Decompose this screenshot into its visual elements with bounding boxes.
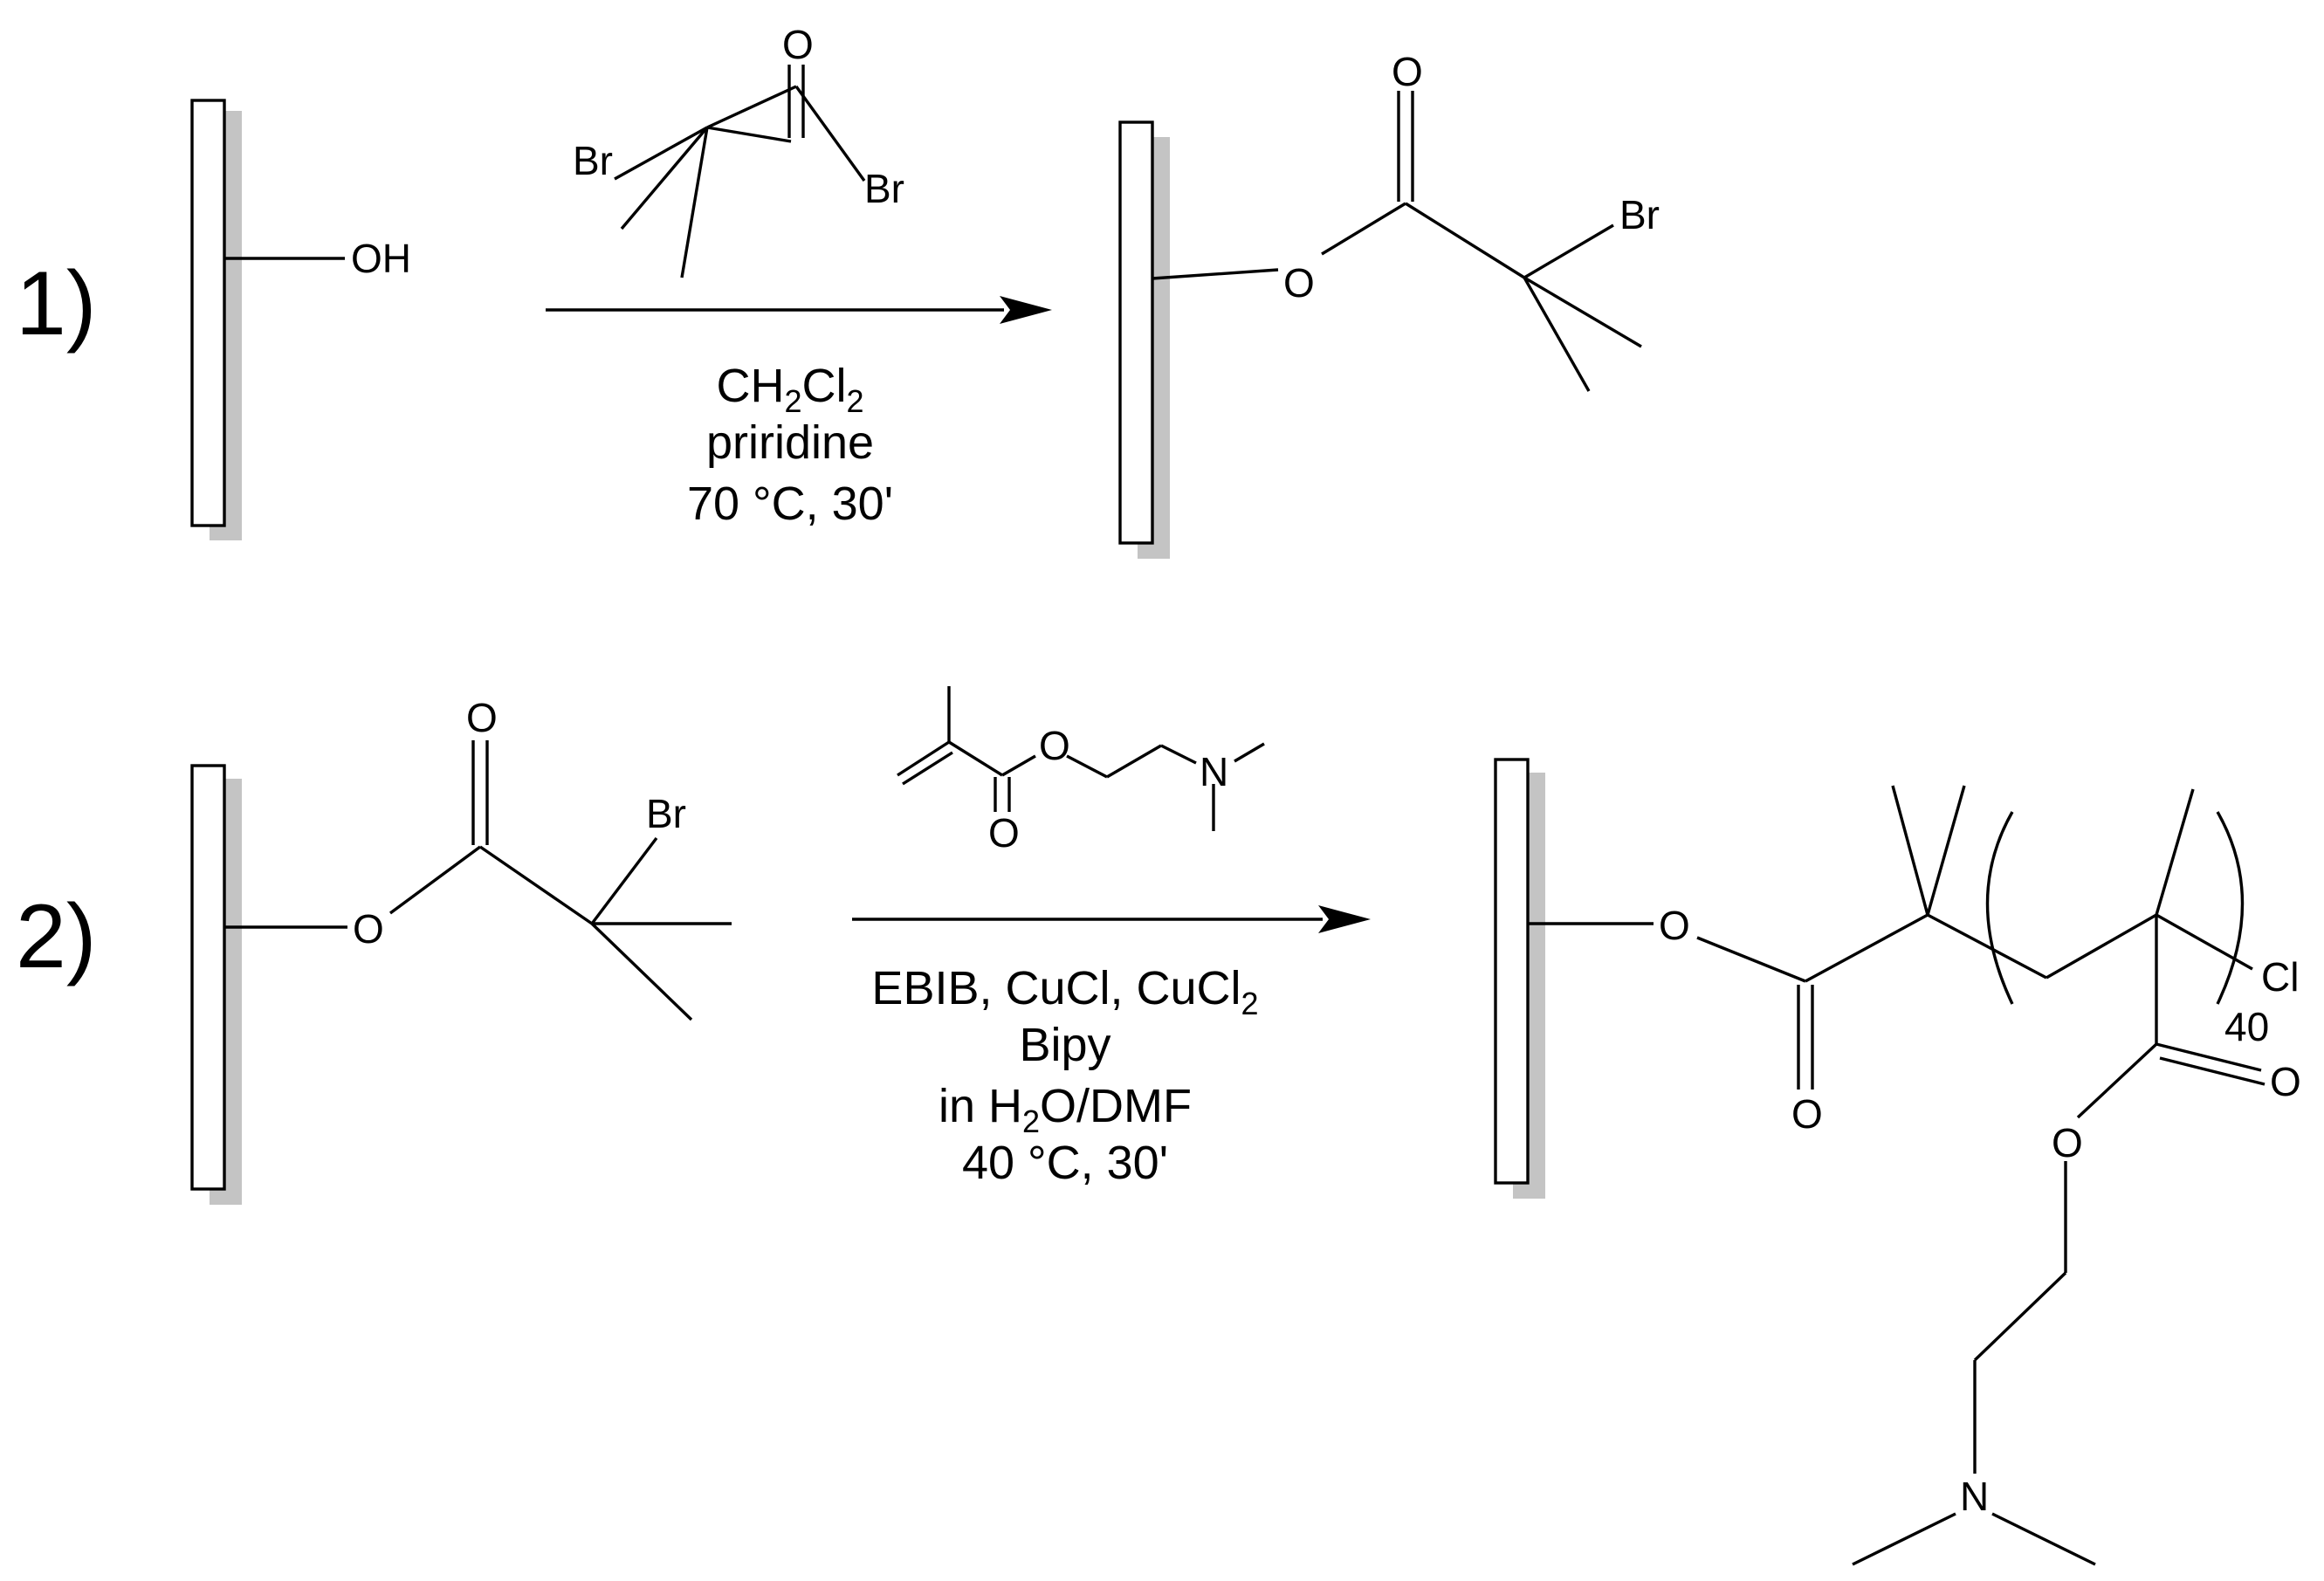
atom-o: O (466, 695, 498, 740)
bond (1523, 277, 1591, 392)
conditions-base: priridine (706, 416, 874, 469)
atom-o: O (2052, 1120, 2083, 1165)
bond (1926, 785, 1966, 916)
repeat-unit-bracket-right (2216, 811, 2245, 1005)
surface-bar (190, 99, 226, 527)
bond (1927, 913, 2047, 980)
conditions-temperature-time: 40 °C, 30' (962, 1137, 1168, 1189)
repeat-count: 40 (2224, 1004, 2269, 1049)
step-2: 2) O O Br (16, 686, 2301, 1566)
atom-br: Br (1619, 192, 1660, 237)
atom-cl: Cl (2261, 954, 2299, 1000)
hydroxyl-group-label: OH (351, 236, 411, 281)
atom-o: O (1283, 260, 1315, 306)
step1-reagent-molecule: O Br Br (573, 22, 904, 278)
atom-o: O (782, 22, 814, 67)
atom-n: N (1960, 1474, 1989, 1519)
atom-br: Br (646, 791, 686, 836)
conditions-ligand: Bipy (1019, 1019, 1110, 1071)
atom-o: O (1392, 49, 1423, 94)
atom-o: O (988, 810, 1020, 856)
atom-o: O (2270, 1059, 2301, 1104)
bond (2156, 1042, 2262, 1072)
atom-br: Br (573, 138, 613, 183)
bond (590, 836, 658, 925)
atom-o: O (353, 906, 384, 952)
bond (1001, 754, 1036, 777)
atom-o: O (1039, 723, 1070, 768)
bond (680, 127, 709, 278)
step1-product-initiator-surface: O O Br (1118, 49, 1660, 559)
bond (706, 85, 797, 129)
conditions-solvent: CH2Cl2 (716, 360, 863, 419)
bond (388, 845, 482, 915)
step-2-number: 2) (16, 886, 96, 987)
arrow-head (1318, 905, 1371, 933)
bond (2159, 1056, 2266, 1086)
bond (2156, 913, 2253, 971)
bond (590, 922, 693, 1021)
bond (1405, 202, 1525, 279)
bond (479, 845, 593, 925)
bond (902, 751, 953, 786)
bond (2155, 788, 2195, 916)
bond (794, 86, 866, 182)
bond (1106, 744, 1162, 779)
bond (620, 126, 709, 230)
surface-bar (1118, 120, 1154, 545)
bond (1066, 754, 1108, 779)
atom-o: O (1791, 1091, 1823, 1137)
atom-o: O (1659, 903, 1690, 948)
atom-br: Br (864, 166, 904, 211)
repeat-unit-bracket-left (1985, 811, 2014, 1005)
conditions-solvent: in H2O/DMF (939, 1080, 1192, 1139)
bond (2076, 1042, 2158, 1119)
step2-monomer-dmaema: O O N (897, 686, 1265, 856)
bond (614, 126, 708, 181)
conditions-temperature-time: 70 °C, 30' (687, 478, 893, 530)
step1-reaction-arrow (546, 296, 1052, 324)
bond (1891, 785, 1929, 916)
bond (1152, 268, 1279, 280)
step2-start-initiator-surface: O O Br (190, 695, 732, 1205)
step1-conditions: CH2Cl2 priridine 70 °C, 30' (687, 360, 893, 530)
step1-start-surface: OH (190, 99, 411, 540)
conditions-catalysts: EBIB, CuCl, CuCl2 (871, 962, 1258, 1021)
step2-conditions: EBIB, CuCl, CuCl2 Bipy in H2O/DMF 40 °C,… (871, 962, 1258, 1189)
bond (1805, 913, 1929, 983)
surface-bar (190, 764, 226, 1191)
bond (948, 740, 1003, 777)
bond (897, 740, 950, 777)
bond (1852, 1512, 1956, 1566)
bond (1234, 742, 1265, 763)
bond (2046, 913, 2157, 980)
step-1: 1) OH O Br Br CH2Cl2 (16, 22, 1660, 559)
bond (1973, 1271, 2067, 1362)
bond (1160, 744, 1197, 765)
step-1-number: 1) (16, 253, 96, 354)
arrow-head (1000, 296, 1052, 324)
bond (1696, 936, 1806, 983)
step2-reaction-arrow (852, 905, 1371, 933)
atom-n: N (1200, 749, 1228, 794)
bond (1523, 276, 1642, 348)
bond (706, 126, 792, 143)
bond (1321, 202, 1406, 256)
bond (1991, 1512, 2096, 1566)
step2-product-grafted-pdmaema: O O O O Cl 40 N (1494, 758, 2301, 1566)
surface-bar (1494, 758, 1530, 1185)
bond (1523, 223, 1614, 279)
